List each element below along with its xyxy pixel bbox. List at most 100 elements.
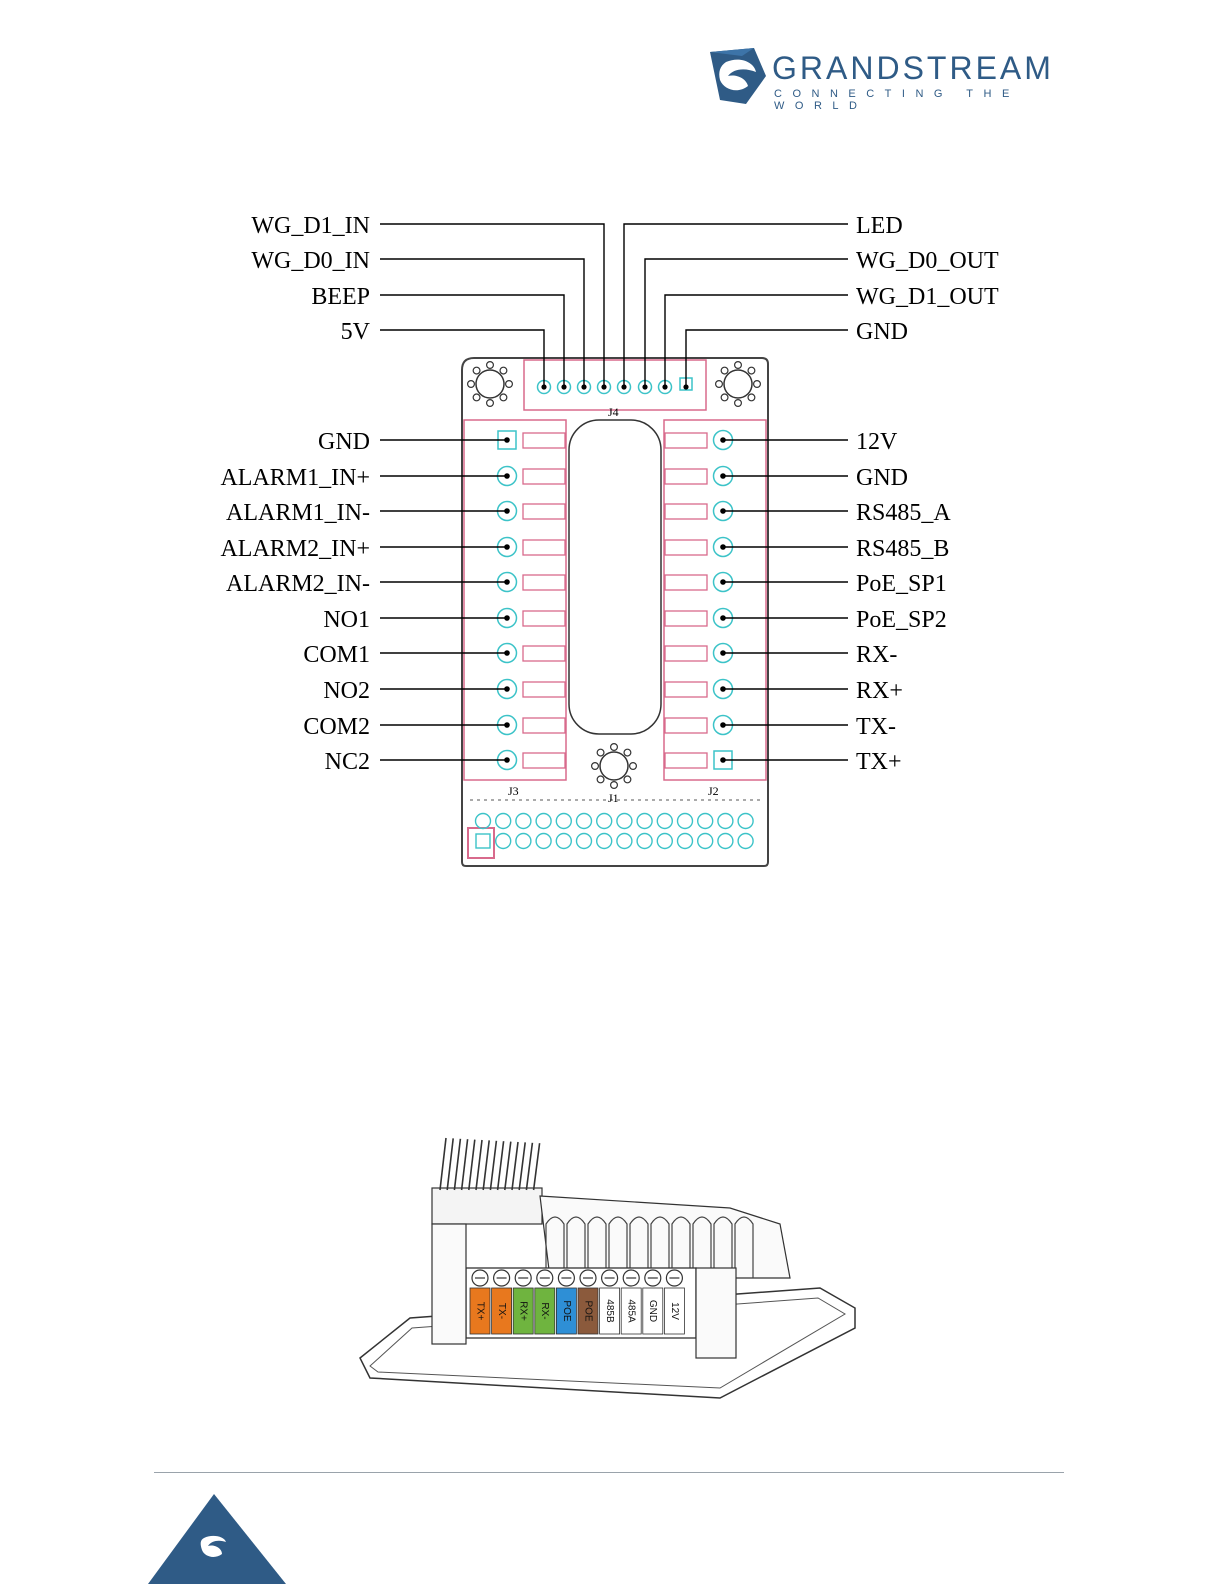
j1-pad (718, 814, 733, 829)
j4-pin-label: GND (856, 319, 908, 345)
header-pins (440, 1138, 540, 1190)
header-pin (512, 1142, 518, 1190)
j1-pad (657, 834, 672, 849)
header-pin (476, 1140, 482, 1190)
j4-pin-label: BEEP (311, 284, 370, 310)
j3-pin-dot (504, 579, 510, 585)
pin-header (432, 1188, 542, 1224)
j4-lead-line (380, 295, 564, 387)
j4-lead-line (665, 295, 848, 387)
j2-pin-dot (720, 686, 726, 692)
j1-pad (476, 814, 491, 829)
pinout-diagram: J4 J3 J1 J2 WG_D1_INWG_D0_INBEEP5VLEDWG_… (0, 0, 1224, 900)
header-pin (490, 1141, 496, 1190)
terminal-label: TX- (496, 1303, 507, 1319)
j3-terminal (523, 718, 565, 733)
header-body (432, 1224, 466, 1344)
j1-pad (577, 834, 592, 849)
j1-pad (657, 814, 672, 829)
header-pin (469, 1140, 475, 1190)
j2-terminal (665, 753, 707, 768)
j2-pin-label: PoE_SP2 (856, 607, 947, 633)
j2-label: J2 (708, 784, 719, 798)
j2-pin-label: RS485_B (856, 536, 949, 562)
j4-pins: WG_D1_INWG_D0_INBEEP5VLEDWG_D0_OUTWG_D1_… (251, 213, 999, 394)
j3-terminal (523, 504, 565, 519)
terminal-label: POE (561, 1300, 572, 1321)
j1-pad (698, 834, 713, 849)
j2-pin-dot (720, 437, 726, 443)
j3-pin-label: NC2 (325, 749, 370, 775)
j3-terminal (523, 753, 565, 768)
j1-pad (738, 814, 753, 829)
j1-pad (516, 834, 531, 849)
j1-pad (637, 814, 652, 829)
j1-pad (496, 814, 511, 829)
header-pin (498, 1141, 504, 1190)
j2-pin-dot (720, 508, 726, 514)
j2-terminal (665, 540, 707, 555)
j3-pin-label: COM1 (303, 642, 370, 668)
j4-header-outline (524, 360, 706, 410)
j3-terminal (523, 646, 565, 661)
terminal-label: 485A (626, 1299, 637, 1323)
j1-pad (597, 834, 612, 849)
header-pin (505, 1142, 511, 1190)
terminal-label: RX+ (518, 1301, 529, 1321)
j1-pad (556, 834, 571, 849)
j3-terminal (523, 540, 565, 555)
j3-pin-label: NO1 (323, 607, 370, 633)
j2-pin-dot (720, 544, 726, 550)
j2-pin-label: RX+ (856, 678, 903, 704)
j2-pin-dot (720, 579, 726, 585)
terminal-block-photo: TX+TX-RX+RX-POEPOE485B485AGND12V (350, 1128, 870, 1418)
j1-pad (476, 834, 490, 848)
j1-pad (597, 814, 612, 829)
j1-pad (637, 834, 652, 849)
j4-pin-label: 5V (341, 319, 371, 345)
j1-pad (617, 834, 632, 849)
j3-terminal (523, 433, 565, 448)
j1-pad (617, 814, 632, 829)
j3-pin-dot (504, 544, 510, 550)
j1-pad (556, 814, 571, 829)
j2-pin-label: PoE_SP1 (856, 571, 947, 597)
j2-outline (664, 420, 766, 780)
terminal-label: 485B (604, 1299, 615, 1323)
j3-terminal (523, 611, 565, 626)
j4-pin-label: WG_D0_OUT (856, 248, 999, 274)
j1-pad (678, 814, 693, 829)
j1-pads (476, 814, 754, 849)
header-pin (483, 1140, 489, 1190)
j3-terminal (523, 575, 565, 590)
j2-pin-label: 12V (856, 429, 898, 455)
j3-pin-label: ALARM1_IN+ (220, 465, 370, 491)
j1-pad (698, 814, 713, 829)
j2-pin-label: TX+ (856, 749, 902, 775)
j2-pin-label: TX- (856, 714, 896, 740)
j1-pad (678, 834, 693, 849)
j2-pin-dot (720, 757, 726, 763)
j1-pad (536, 814, 551, 829)
j3-pin-label: GND (318, 429, 370, 455)
j2-terminal (665, 646, 707, 661)
terminal-label: 12V (669, 1302, 680, 1320)
j3-pin-dot (504, 615, 510, 621)
terminal-label: POE (582, 1300, 593, 1321)
j4-pin-label: WG_D1_IN (251, 213, 370, 239)
header-pin (462, 1139, 468, 1190)
mounting-hole-center (592, 744, 637, 789)
terminal-label: RX- (539, 1302, 550, 1319)
j3-terminal (523, 682, 565, 697)
j4-pin-label: WG_D0_IN (251, 248, 370, 274)
header-pin (447, 1138, 453, 1190)
header-pin (440, 1138, 446, 1190)
j2-pin-dot (720, 473, 726, 479)
j3-pin-dot (504, 650, 510, 656)
j2-pin-label: GND (856, 465, 908, 491)
j3-pin-label: ALARM1_IN- (226, 500, 370, 526)
header-pin (454, 1139, 460, 1190)
j2-terminal (665, 575, 707, 590)
j1-pad (738, 834, 753, 849)
j4-pin-label: WG_D1_OUT (856, 284, 999, 310)
